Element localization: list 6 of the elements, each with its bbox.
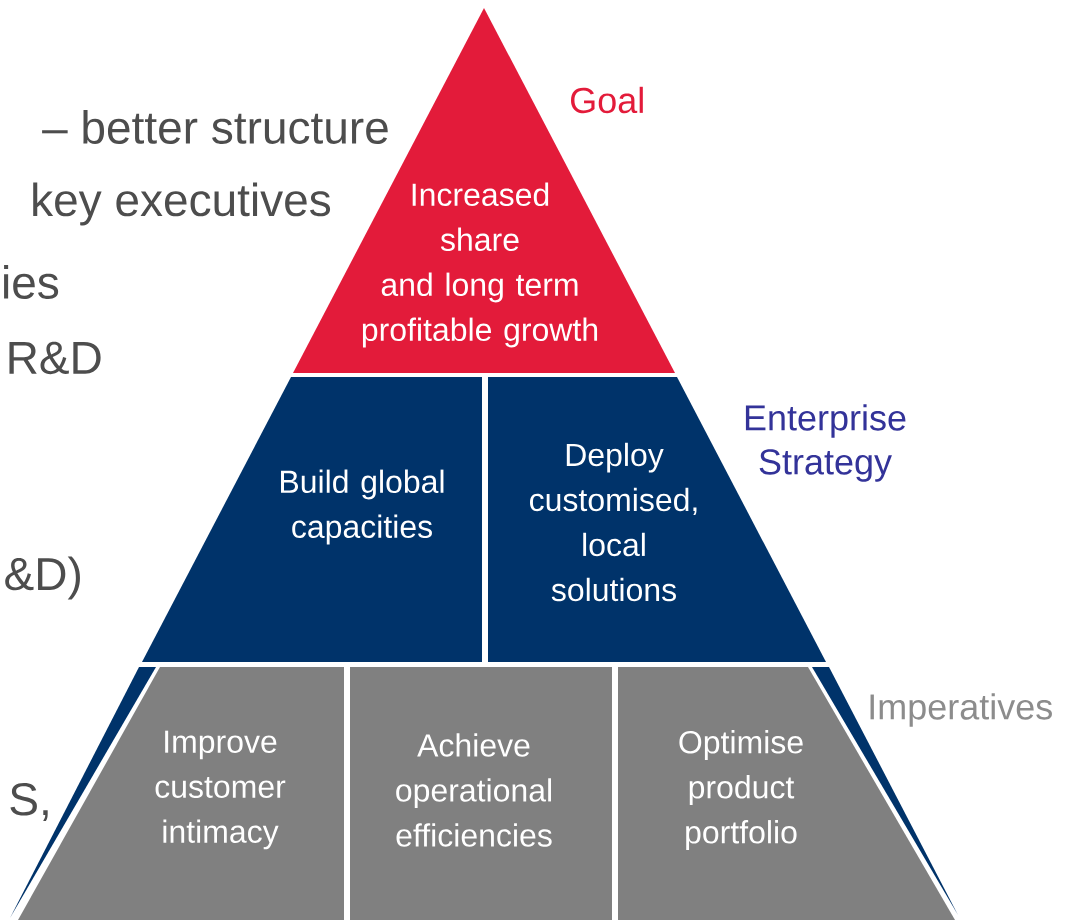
- cut-off-text: &D): [5, 556, 80, 600]
- cut-off-text: ies: [4, 265, 59, 299]
- level-label: Goal: [571, 86, 643, 114]
- pyramid-segment: Build global capacities: [142, 377, 482, 662]
- cut-off-text: R&D: [9, 341, 101, 375]
- pyramid-segment: Achieve operational efficiencies: [350, 667, 612, 920]
